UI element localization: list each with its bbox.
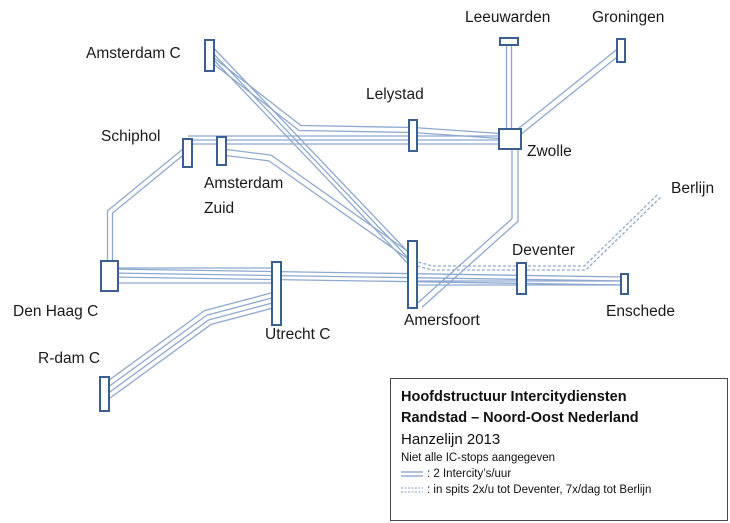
route-rdam-utrecht-track-1: [99, 291, 275, 388]
route-amersfoort-zwolle-track-1: [417, 140, 513, 304]
label-amersfoort: Amersfoort: [404, 312, 480, 329]
station-enschede: [620, 273, 629, 295]
route-schiphol-den-haag-track-1: [111, 149, 190, 263]
route-amersfoort-zwolle-track-2: [421, 140, 519, 308]
legend-title-line1: Hoofdstructuur Intercitydiensten: [401, 389, 627, 405]
station-amsterdam-c: [204, 39, 215, 72]
label-utrecht-c: Utrecht C: [265, 326, 331, 343]
solid-line-swatch-icon: [401, 471, 423, 477]
station-den-haag-c: [100, 260, 119, 292]
label-den-haag-c: Den Haag C: [13, 303, 99, 320]
label-deventer: Deventer: [512, 242, 575, 259]
route-berlijn-dashed-track-2: [417, 195, 662, 271]
route-rdam-utrecht-track-4: [108, 306, 278, 400]
station-amersfoort: [407, 240, 418, 309]
legend-solid-label: : 2 Intercity’s/uur: [427, 468, 512, 480]
station-groningen: [616, 38, 626, 63]
label-r-dam-c: R-dam C: [38, 350, 101, 367]
station-markers: [99, 37, 629, 412]
legend-box: Hoofdstructuur Intercitydiensten Randsta…: [390, 378, 728, 521]
legend-row-solid: : 2 Intercity’s/uur: [401, 466, 717, 482]
station-amsterdam-zuid: [216, 136, 227, 166]
route-zwolle-groningen-track-1: [506, 47, 620, 139]
route-amsterdam-c-amersfoort-track-3: [206, 52, 410, 266]
label-zwolle: Zwolle: [527, 143, 572, 160]
label-berlijn: Berlijn: [671, 180, 715, 197]
route-amsterdam-c-amersfoort-track-1: [212, 46, 416, 260]
route-den-haag-enschede-track-2: [110, 272, 626, 282]
dashed-line-swatch-icon: [401, 487, 423, 493]
label-amsterdam-zuid-line2: Zuid: [204, 200, 235, 217]
legend-note: Niet alle IC-stops aangegeven: [401, 452, 556, 464]
station-zwolle: [498, 128, 522, 150]
route-amsterdam-c-amersfoort-track-2: [209, 49, 413, 263]
label-amsterdam-c: Amsterdam C: [86, 45, 181, 62]
route-berlijn-dashed-track-1: [418, 193, 660, 267]
legend-dashed-label: : in spits 2x/u tot Deventer, 7x/dag tot…: [427, 484, 652, 496]
station-leeuwarden: [499, 37, 519, 46]
route-amsterdam-zuid-amersfoort-track-1: [222, 148, 415, 257]
label-groningen: Groningen: [592, 9, 665, 26]
label-schiphol: Schiphol: [101, 128, 161, 145]
label-enschede: Enschede: [606, 303, 675, 320]
station-deventer: [516, 262, 527, 295]
route-den-haag-enschede-track-3: [109, 276, 625, 286]
route-zwolle-groningen-track-2: [510, 51, 624, 143]
label-lelystad: Lelystad: [366, 86, 424, 103]
legend-title-line2: Randstad – Noord-Oost Nederland: [401, 410, 639, 426]
route-amsterdam-c-lelystad-zwolle-track-1: [211, 55, 501, 135]
station-lelystad: [408, 119, 418, 152]
legend-row-dashed: : in spits 2x/u tot Deventer, 7x/dag tot…: [401, 482, 717, 498]
route-schiphol-den-haag-track-2: [106, 145, 187, 263]
label-amsterdam-zuid-line1: Amsterdam: [204, 175, 284, 192]
route-rdam-utrecht-track-3: [105, 301, 277, 396]
station-utrecht-c: [271, 261, 282, 326]
station-r-dam-c: [99, 376, 110, 412]
label-leeuwarden: Leeuwarden: [465, 9, 551, 26]
route-den-haag-enschede-track-1: [110, 268, 626, 278]
route-amsterdam-zuid-amersfoort-track-2: [221, 154, 411, 261]
station-schiphol: [182, 138, 193, 168]
legend-subtitle: Hanzelijn 2013: [401, 431, 501, 448]
route-rdam-utrecht-track-2: [102, 296, 276, 392]
